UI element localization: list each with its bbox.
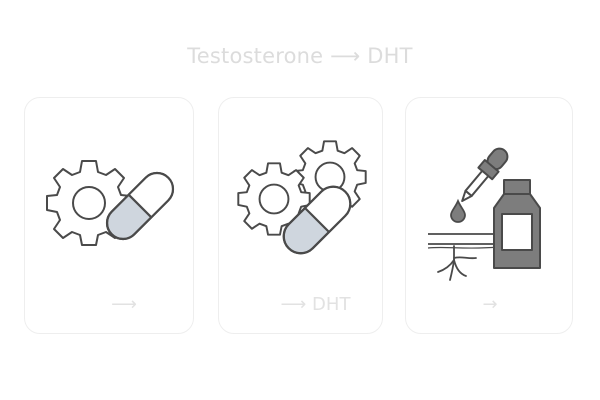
skin-icon (427, 233, 499, 249)
card-2-label: ⟶ DHT (280, 294, 351, 315)
hair-root-icon (437, 245, 477, 281)
card-3-illustration (427, 147, 541, 281)
card-3-label: → (482, 294, 498, 315)
card-testosterone: ⟶ (24, 97, 194, 334)
card-application: → (405, 97, 573, 334)
dropper-icon (461, 147, 509, 203)
gear-icon (237, 162, 311, 236)
bottle-icon (493, 179, 541, 269)
card-1-label: ⟶ (111, 294, 137, 315)
capsule-icon (282, 185, 352, 255)
droplet-icon (450, 198, 466, 223)
card-1-illustration (46, 160, 175, 246)
card-conversion: ⟶ DHT (218, 97, 383, 334)
card-2-illustration (237, 140, 367, 255)
page-title: Testosterone ⟶ DHT (187, 44, 413, 68)
